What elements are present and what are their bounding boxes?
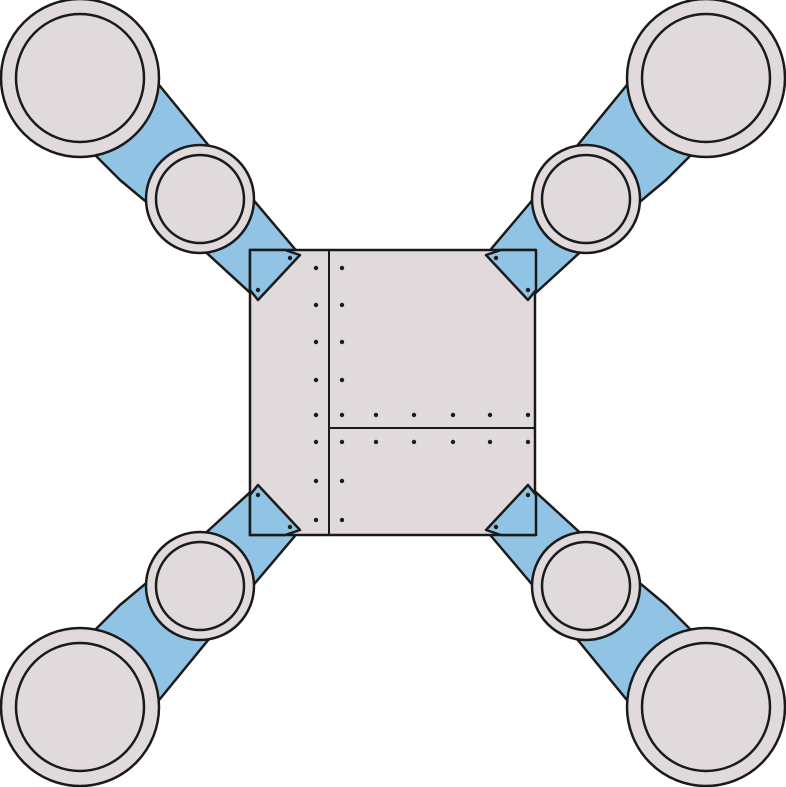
seam-rivet-top-1 (411, 412, 417, 418)
plate-rivet-bottom-right-0 (493, 524, 499, 530)
plate-rivet-top-right-1 (525, 287, 531, 293)
seam-rivet-right-6 (339, 478, 345, 484)
seam-rivet-top-2 (450, 412, 456, 418)
seam-rivet-right-0 (339, 265, 345, 271)
seam-rivet-right-5 (339, 439, 345, 445)
elbow-joint-outer-bottom-right (530, 530, 642, 642)
seam-rivet-left-0 (313, 265, 319, 271)
end-joint-inner-top-left (14, 12, 146, 144)
end-joint-inner-top-right (640, 12, 772, 144)
seam-rivet-left-6 (313, 478, 319, 484)
mount-plate-bottom-left (248, 483, 302, 537)
seam-rivet-right-1 (339, 302, 345, 308)
elbow-joint-inner-bottom-left (154, 540, 246, 632)
plate-rivet-top-right-0 (493, 255, 499, 261)
seam-rivet-right-4 (339, 412, 345, 418)
seam-rivet-top-4 (525, 412, 531, 418)
mount-plate-bottom-right (484, 483, 538, 537)
mount-plate-top-left (248, 248, 302, 302)
end-joint-inner-bottom-left (14, 641, 146, 773)
seam-rivet-left-7 (313, 517, 319, 523)
seam-rivet-bottom-1 (411, 439, 417, 445)
plate-rivet-top-left-0 (287, 255, 293, 261)
elbow-joint-outer-top-left (144, 143, 256, 255)
seam-rivet-bottom-3 (487, 439, 493, 445)
seam-rivet-right-3 (339, 377, 345, 383)
elbow-joint-inner-bottom-right (540, 540, 632, 632)
seam-rivet-bottom-0 (373, 439, 379, 445)
seam-rivet-bottom-2 (450, 439, 456, 445)
plate-rivet-bottom-right-1 (525, 492, 531, 498)
body-square (248, 248, 537, 537)
seam-rivet-left-2 (313, 339, 319, 345)
end-joint-outer-top-left (0, 0, 161, 159)
arm-mount-plates (248, 248, 538, 537)
seam-rivet-top-3 (487, 412, 493, 418)
end-joint-inner-bottom-right (640, 641, 772, 773)
elbow-joint-inner-top-right (540, 153, 632, 245)
elbow-joint-inner-top-left (154, 153, 246, 245)
seam-rivet-left-5 (313, 439, 319, 445)
plate-rivet-top-left-1 (255, 287, 261, 293)
seam-rivet-top-0 (373, 412, 379, 418)
seam-rivet-right-2 (339, 339, 345, 345)
seam-rivet-left-3 (313, 377, 319, 383)
seam-rivet-left-1 (313, 302, 319, 308)
central-body (248, 248, 537, 537)
seam-rivet-right-7 (339, 517, 345, 523)
end-joint-outer-bottom-left (0, 626, 161, 787)
end-joint-outer-bottom-right (625, 626, 786, 787)
seam-rivet-bottom-4 (525, 439, 531, 445)
elbow-joint-outer-bottom-left (144, 530, 256, 642)
elbow-joint-outer-top-right (530, 143, 642, 255)
end-joint-outer-top-right (625, 0, 786, 159)
plate-rivet-bottom-left-0 (287, 524, 293, 530)
seam-rivet-left-4 (313, 412, 319, 418)
plate-rivet-bottom-left-1 (255, 492, 261, 498)
mount-plate-top-right (484, 248, 538, 302)
